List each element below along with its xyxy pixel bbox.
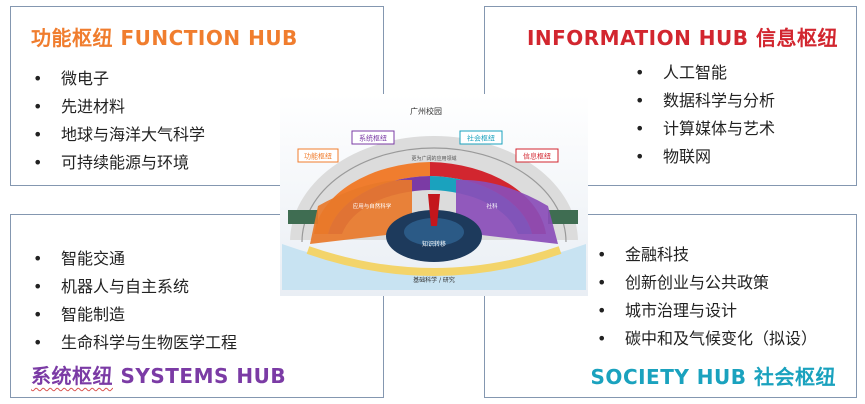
information-hub-title-zh: 信息枢纽 — [756, 26, 838, 50]
tag-society: 社会枢纽 — [459, 130, 503, 145]
foundation-yellow-ring — [306, 246, 562, 276]
tag-society-label: 社会枢纽 — [467, 134, 495, 143]
systems-hub-title-zh: 系统枢纽 — [31, 364, 113, 388]
campus-hub-diagram: 广州校园 更为广阔的应用领域 应用与自然科学 社科 知识转移 基础科学 / 研究 — [280, 94, 588, 296]
campus-label: 广州校园 — [410, 106, 442, 116]
information-hub-title: INFORMATION HUB 信息枢纽 — [527, 22, 838, 51]
information-hub-list: 人工智能 数据科学与分析 计算媒体与艺术 物联网 — [635, 59, 775, 171]
function-hub-title-en: FUNCTION HUB — [120, 26, 298, 50]
society-hub-panel: 金融科技 创新创业与公共政策 城市治理与设计 碳中和及气候变化（拟设） SOCI… — [484, 214, 857, 398]
list-item: 物联网 — [635, 143, 775, 171]
tag-systems: 系统枢纽 — [351, 130, 395, 145]
left-block — [288, 210, 318, 224]
knowledge-core-inner — [404, 218, 464, 246]
systems-hub-title-en: SYSTEMS HUB — [120, 364, 287, 388]
list-item: 数据科学与分析 — [635, 87, 775, 115]
tag-systems-box — [351, 130, 395, 145]
list-item: 智能制造 — [33, 301, 237, 329]
list-item: 计算媒体与艺术 — [635, 115, 775, 143]
society-hub-title: SOCIETY HUB 社会枢纽 — [591, 361, 836, 390]
tag-systems-label: 系统枢纽 — [359, 134, 387, 143]
tag-function-label: 功能枢纽 — [304, 152, 332, 161]
tag-information: 信息枢纽 — [515, 148, 559, 163]
campus-hub-diagram-svg: 广州校园 更为广阔的应用领域 应用与自然科学 社科 知识转移 基础科学 / 研究 — [280, 94, 588, 296]
list-item: 地球与海洋大气科学 — [33, 121, 205, 149]
tag-information-box — [515, 148, 559, 163]
list-item: 人工智能 — [635, 59, 775, 87]
foundation-band — [282, 244, 586, 290]
knowledge-transfer-label: 知识转移 — [422, 240, 446, 248]
systems-hub-title: 系统枢纽 SYSTEMS HUB — [31, 360, 286, 389]
list-item: 可持续能源与环境 — [33, 149, 205, 177]
list-item: 城市治理与设计 — [597, 297, 817, 325]
list-item: 生命科学与生物医学工程 — [33, 329, 237, 357]
list-item: 碳中和及气候变化（拟设） — [597, 325, 817, 353]
list-item: 机器人与自主系统 — [33, 273, 237, 301]
right-wedge — [456, 179, 558, 244]
list-item: 金融科技 — [597, 241, 817, 269]
society-hub-list: 金融科技 创新创业与公共政策 城市治理与设计 碳中和及气候变化（拟设） — [597, 241, 817, 353]
social-label: 社科 — [486, 202, 498, 210]
red-spire — [428, 194, 440, 226]
function-hub-title: 功能枢纽 FUNCTION HUB — [31, 22, 298, 51]
society-hub-title-zh: 社会枢纽 — [754, 365, 836, 389]
systems-hub-list: 智能交通 机器人与自主系统 智能制造 生命科学与生物医学工程 — [33, 245, 237, 357]
tag-society-box — [459, 130, 503, 145]
function-hub-title-zh: 功能枢纽 — [31, 26, 113, 50]
foundation-label: 基础科学 / 研究 — [413, 276, 455, 284]
tag-information-label: 信息枢纽 — [523, 152, 551, 161]
right-block — [548, 210, 578, 224]
tag-function-box — [297, 148, 339, 163]
function-hub-list: 微电子 先进材料 地球与海洋大气科学 可持续能源与环境 — [33, 65, 205, 177]
society-arc — [430, 176, 532, 234]
arc-caption: 更为广阔的应用领域 — [411, 155, 456, 162]
information-hub-title-en: INFORMATION HUB — [526, 26, 749, 50]
tag-function: 功能枢纽 — [297, 148, 339, 163]
science-label: 应用与自然科学 — [353, 202, 392, 210]
outer-dome-edge — [301, 147, 567, 243]
left-wedge — [310, 179, 412, 244]
list-item: 先进材料 — [33, 93, 205, 121]
list-item: 创新创业与公共政策 — [597, 269, 817, 297]
list-item: 智能交通 — [33, 245, 237, 273]
society-hub-title-en: SOCIETY HUB — [590, 365, 747, 389]
list-item: 微电子 — [33, 65, 205, 93]
